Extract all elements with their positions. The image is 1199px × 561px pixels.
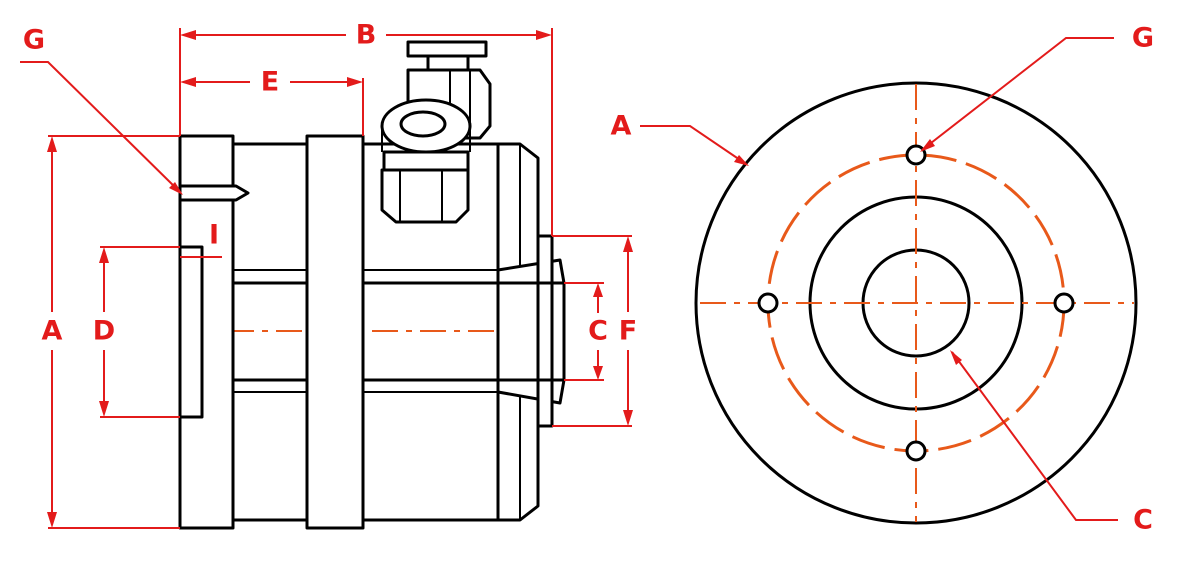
air-fitting-front xyxy=(380,98,472,224)
dim-F: F xyxy=(552,235,637,427)
label-C-side: C xyxy=(588,316,608,347)
dim-D: D xyxy=(93,246,180,418)
dim-E: E xyxy=(180,67,364,136)
dim-A-side: A xyxy=(42,135,180,529)
dim-B: B xyxy=(179,20,553,236)
label-A-side: A xyxy=(42,316,63,347)
collet-nose xyxy=(496,258,566,405)
dim-C-end: C xyxy=(950,350,1153,536)
bolt-hole-top xyxy=(905,144,927,166)
label-F: F xyxy=(619,316,637,347)
outer-circle xyxy=(694,81,1138,525)
label-G-side: G xyxy=(23,25,45,56)
label-B: B xyxy=(356,20,377,51)
label-C-end: C xyxy=(1133,505,1153,536)
bolt-hole-right xyxy=(1053,292,1075,314)
dim-G-side: G xyxy=(20,25,183,195)
label-I: I xyxy=(209,220,219,251)
pilot-boss xyxy=(178,245,204,419)
end-view: A G C xyxy=(611,23,1155,536)
label-G-end: G xyxy=(1132,23,1154,54)
dim-C-side: C xyxy=(564,282,608,381)
dim-I: I xyxy=(180,220,222,258)
threaded-pin xyxy=(178,184,250,202)
collet-boss xyxy=(536,234,554,428)
label-E: E xyxy=(261,67,279,98)
side-view: A D B E xyxy=(20,20,637,530)
dim-A-end: A xyxy=(611,111,749,166)
bolt-hole-left xyxy=(757,292,779,314)
dim-G-end: G xyxy=(920,23,1154,152)
label-A-end: A xyxy=(611,111,632,142)
label-D: D xyxy=(93,316,115,347)
bolt-hole-bottom xyxy=(905,440,927,462)
rear-band xyxy=(305,134,365,530)
